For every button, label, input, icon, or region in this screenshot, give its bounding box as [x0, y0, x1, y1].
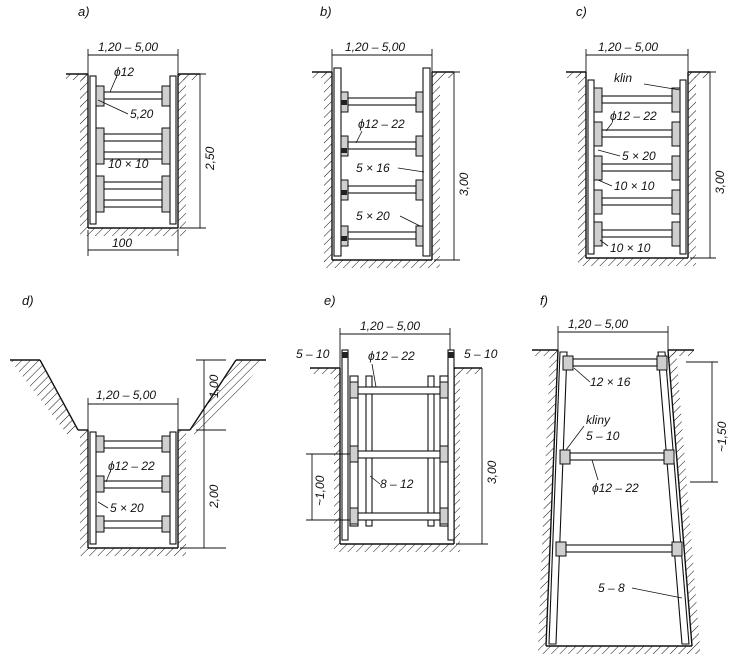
panel-d-upper-depth-dim: 1,00: [207, 374, 221, 398]
panel-e-depth-dim: 3,00: [485, 460, 499, 484]
panel-e-label-sheet-right: 5 – 10: [464, 347, 498, 361]
panel-b-title: b): [320, 4, 332, 19]
panel-c-label-waling: 10 × 10: [614, 179, 655, 193]
panel-a-label-board: 5,20: [130, 107, 154, 121]
panel-f-label-plank: 5 – 8: [598, 581, 625, 595]
panel-a-label-waling: 10 × 10: [108, 157, 149, 171]
panel-d: d) 1,20 – 5,00: [10, 293, 266, 556]
panel-e-title: e): [324, 293, 336, 308]
panel-c-label-strut: ϕ12 – 22: [610, 109, 657, 123]
panel-d-label-strut: ϕ12 – 22: [108, 459, 155, 473]
panel-b: b) 1,20 – 5,00: [312, 4, 471, 268]
panel-b-label-waling: 5 × 20: [356, 209, 390, 223]
panel-f: f) 1,20 – 5,00 12 × 16 kliny: [532, 293, 729, 654]
panel-e: e) 1,20 – 5,00: [296, 293, 499, 552]
panel-e-label-sheet-left: 5 – 10: [296, 347, 330, 361]
panel-d-width-dim: 1,20 – 5,00: [96, 388, 156, 402]
panel-a-bottom-dim: 100: [112, 236, 132, 250]
panel-b-label-soldier: 5 × 16: [356, 161, 390, 175]
panel-f-label-waling: 12 × 16: [590, 375, 631, 389]
panel-b-depth-dim: 3,00: [457, 172, 471, 196]
panel-b-width-dim: 1,20 – 5,00: [345, 40, 405, 54]
panel-f-label-strut: ϕ12 – 22: [592, 481, 639, 495]
panel-c-width-dim: 1,20 – 5,00: [598, 40, 658, 54]
panel-f-label-wedges: kliny: [586, 413, 611, 427]
panel-c-depth-dim: 3,00: [713, 170, 727, 194]
panel-e-label-strut: ϕ12 – 22: [368, 349, 415, 363]
panel-d-lower-depth-dim: 2,00: [207, 484, 221, 509]
panel-e-label-post: 8 – 12: [380, 477, 414, 491]
panel-f-width-dim: 1,20 – 5,00: [568, 317, 628, 331]
panel-a-depth-dim: 2,50: [203, 146, 217, 171]
panel-f-label-wedge-size: 5 – 10: [586, 429, 620, 443]
panel-f-title: f): [540, 293, 548, 308]
panel-c-label-waling-2: 10 × 10: [610, 241, 651, 255]
panel-c-label-board: 5 × 20: [622, 149, 656, 163]
panel-c-title: c): [576, 4, 587, 19]
panel-a-label-strut: ϕ12: [114, 65, 134, 79]
panel-a: a) 1,20 – 5,00 ϕ12 5,20: [66, 4, 217, 256]
panel-c: c) 1,20 – 5,00 klin: [566, 4, 727, 266]
panel-f-spacing-dim: ~1,50: [715, 421, 729, 452]
panel-d-title: d): [22, 293, 34, 308]
panel-e-width-dim: 1,20 – 5,00: [360, 319, 420, 333]
panel-d-label-board: 5 × 20: [110, 501, 144, 515]
panel-c-label-wedge: klin: [614, 71, 632, 85]
panel-b-label-strut: ϕ12 – 22: [358, 117, 405, 131]
panel-a-title: a): [78, 4, 90, 19]
panel-e-spacing-dim: ~1,00: [313, 475, 327, 506]
panel-a-width-dim: 1,20 – 5,00: [98, 40, 158, 54]
